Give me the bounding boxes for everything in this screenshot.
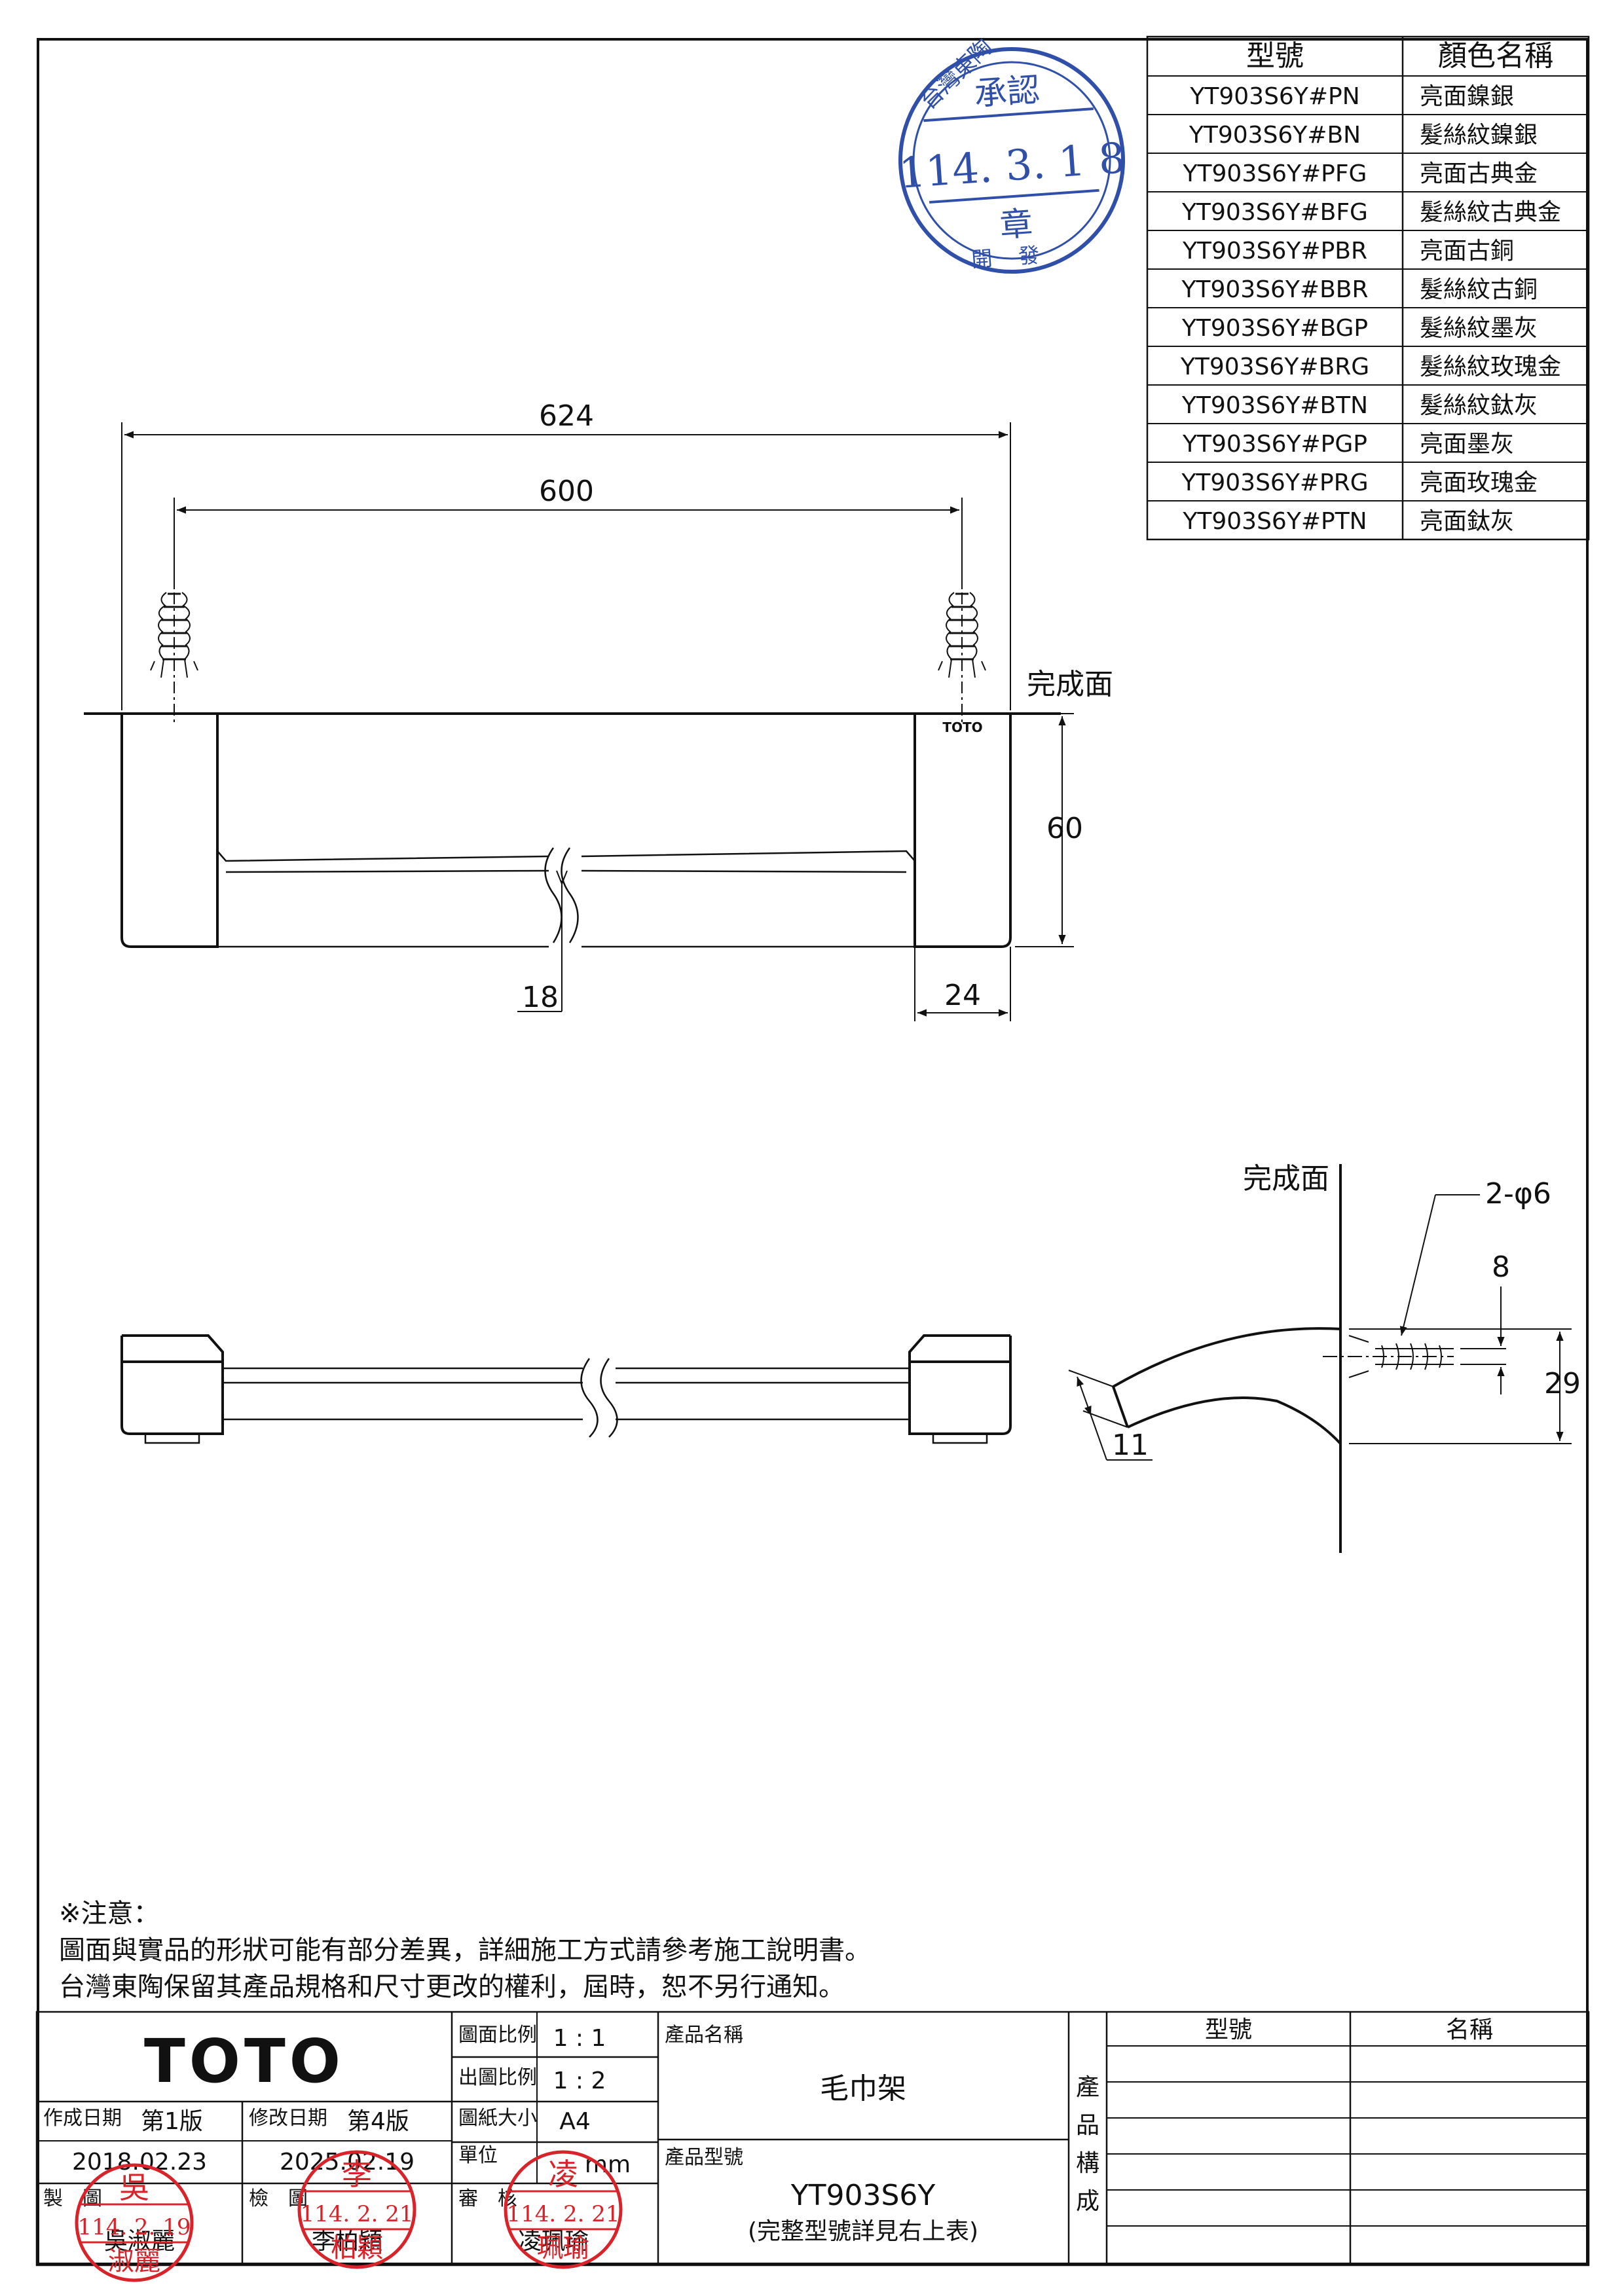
revised-edition: 第4版 xyxy=(347,2108,409,2135)
unit-label: 單位 xyxy=(458,2144,498,2167)
front-view: 624 600 完成面 TOTO xyxy=(84,399,1113,1021)
table-cell-color: 髮絲紋鈦灰 xyxy=(1420,392,1538,419)
checked-stamp-given: 柏穎 xyxy=(331,2233,383,2263)
dim-mounting-holes: 2-φ6 xyxy=(1485,1177,1551,1211)
wall-anchor-right-icon xyxy=(938,592,986,723)
print-scale-label: 出圖比例 xyxy=(458,2066,537,2089)
table-cell-model: YT903S6Y#BRG xyxy=(1180,354,1369,380)
drawn-by-signature-stamp: 吳 114. 2. 19 淑麗 xyxy=(75,2163,194,2282)
table-cell-model: YT903S6Y#BGP xyxy=(1181,315,1368,342)
table-cell-model: YT903S6Y#PFG xyxy=(1183,160,1367,187)
notes-line-1: 圖面與實品的形狀可能有部分差異，詳細施工方式請參考施工說明書。 xyxy=(59,1935,871,1965)
dim-mounting-centers: 600 xyxy=(539,475,594,508)
paper-size-label: 圖紙大小 xyxy=(458,2107,537,2130)
table-cell-model: YT903S6Y#BTN xyxy=(1181,392,1368,419)
checked-by-name: 李柏穎 xyxy=(312,2228,382,2255)
drawn-stamp-surname: 吳 xyxy=(119,2170,149,2205)
product-model-label: 產品型號 xyxy=(665,2146,743,2169)
toto-logo: TOTO xyxy=(144,2026,344,2096)
wall-anchor-left-icon xyxy=(150,592,198,723)
side-anchor-icon xyxy=(1323,1335,1454,1378)
dim-hole-offset: 8 xyxy=(1492,1250,1510,1284)
table-rows: YT903S6Y#PN 亮面鎳銀 YT903S6Y#BN 髮絲紋鎳銀 YT903S6Y#… xyxy=(1147,75,1589,535)
print-scale-value: 1 : 2 xyxy=(553,2068,606,2094)
table-cell-color: 亮面古典金 xyxy=(1420,160,1538,187)
stamp-word-dev: 開發 xyxy=(970,241,1066,272)
drawn-stamp-given: 淑麗 xyxy=(108,2246,160,2276)
created-date: 2018.02.23 xyxy=(72,2149,207,2176)
paper-size-value: A4 xyxy=(559,2108,591,2135)
approved-stamp-date: 114. 2. 21 xyxy=(506,2201,619,2227)
table-cell-model: YT903S6Y#PRG xyxy=(1181,469,1368,496)
finish-surface-label-front: 完成面 xyxy=(1027,668,1113,701)
created-edition: 第1版 xyxy=(141,2108,203,2135)
stamp-word-approve: 承認 xyxy=(973,71,1041,113)
dim-bracket-width: 24 xyxy=(944,979,981,1012)
dim-height: 60 xyxy=(1046,812,1083,845)
scale-label: 圖面比例 xyxy=(458,2024,537,2047)
notes-line-2: 台灣東陶保留其產品規格和尺寸更改的權利，屆時，恕不另行通知。 xyxy=(59,1972,845,2002)
stamp-word-seal: 章 xyxy=(999,204,1034,244)
table-cell-model: YT903S6Y#PGP xyxy=(1182,431,1367,458)
table-cell-model: YT903S6Y#BBR xyxy=(1181,276,1368,303)
composition-col-model: 型號 xyxy=(1205,2016,1252,2043)
title-block: TOTO 作成日期 第1版 2018.02.23 修改日期 第4版 2025.0… xyxy=(35,2011,1590,2282)
notes-title: ※注意： xyxy=(59,1899,160,1929)
dim-arm-tip: 11 xyxy=(1112,1429,1149,1462)
revised-date-label: 修改日期 xyxy=(249,2107,327,2130)
product-name: 毛巾架 xyxy=(820,2072,906,2105)
approval-stamp: 台灣東陶 承認 114. 3. 1 8 章 開發 xyxy=(897,34,1127,274)
drawing-frame xyxy=(37,38,1589,2265)
stamp-date: 114. 3. 1 8 xyxy=(897,134,1126,198)
side-view: 完成面 2-φ6 8 29 11 xyxy=(1068,1162,1581,1553)
notes-section: ※注意： 圖面與實品的形狀可能有部分差異，詳細施工方式請參考施工說明書。 台灣東… xyxy=(59,1895,871,2005)
scale-value: 1 : 1 xyxy=(553,2025,606,2052)
composition-col-name: 名稱 xyxy=(1446,2016,1493,2043)
table-cell-color: 髮絲紋墨灰 xyxy=(1420,315,1538,342)
created-date-label: 作成日期 xyxy=(43,2107,122,2130)
table-cell-color: 髮絲紋古典金 xyxy=(1420,199,1561,226)
table-cell-model: YT903S6Y#BN xyxy=(1189,122,1361,149)
table-cell-color: 髮絲紋古銅 xyxy=(1420,276,1538,303)
table-cell-color: 亮面玫瑰金 xyxy=(1420,469,1538,496)
table-cell-color: 亮面鎳銀 xyxy=(1420,83,1514,110)
approved-stamp-surname: 凌 xyxy=(548,2157,578,2192)
finish-surface-label-side: 完成面 xyxy=(1243,1162,1329,1195)
toto-brand-mark: TOTO xyxy=(942,720,982,735)
product-model-note: (完整型號詳見右上表) xyxy=(748,2218,978,2245)
table-cell-model: YT903S6Y#PTN xyxy=(1182,508,1367,535)
checked-stamp-date: 114. 2. 21 xyxy=(300,2201,413,2227)
product-name-label: 產品名稱 xyxy=(665,2024,743,2047)
drawn-stamp-date: 114. 2. 19 xyxy=(77,2214,191,2240)
bottom-view xyxy=(120,1334,1012,1444)
composition-label: 產品構成 xyxy=(1076,2074,1099,2215)
product-model: YT903S6Y xyxy=(790,2179,936,2212)
dim-bar-thickness: 18 xyxy=(522,981,559,1014)
dim-overall-length: 624 xyxy=(539,399,594,433)
table-header-model: 型號 xyxy=(1246,39,1304,73)
approved-stamp-given: 珮瑜 xyxy=(537,2233,589,2263)
table-header-color: 顏色名稱 xyxy=(1438,39,1553,73)
drawn-by-label: 製 圖 xyxy=(43,2187,102,2210)
approved-by-signature-stamp: 凌 114. 2. 21 珮瑜 xyxy=(504,2150,623,2269)
table-cell-color: 亮面墨灰 xyxy=(1420,431,1514,458)
approved-by-name: 凌珮瑜 xyxy=(518,2228,589,2255)
checked-by-signature-stamp: 李 114. 2. 21 柏穎 xyxy=(297,2150,416,2269)
table-cell-color: 髮絲紋玫瑰金 xyxy=(1420,354,1561,380)
checked-stamp-surname: 李 xyxy=(342,2157,372,2192)
dim-arm-height: 29 xyxy=(1544,1367,1581,1400)
table-cell-model: YT903S6Y#PN xyxy=(1189,83,1359,110)
table-cell-color: 亮面鈦灰 xyxy=(1420,508,1514,535)
table-cell-model: YT903S6Y#BFG xyxy=(1181,199,1368,226)
table-cell-color: 亮面古銅 xyxy=(1420,238,1514,264)
table-cell-color: 髮絲紋鎳銀 xyxy=(1420,122,1538,149)
table-cell-model: YT903S6Y#PBR xyxy=(1182,238,1367,264)
